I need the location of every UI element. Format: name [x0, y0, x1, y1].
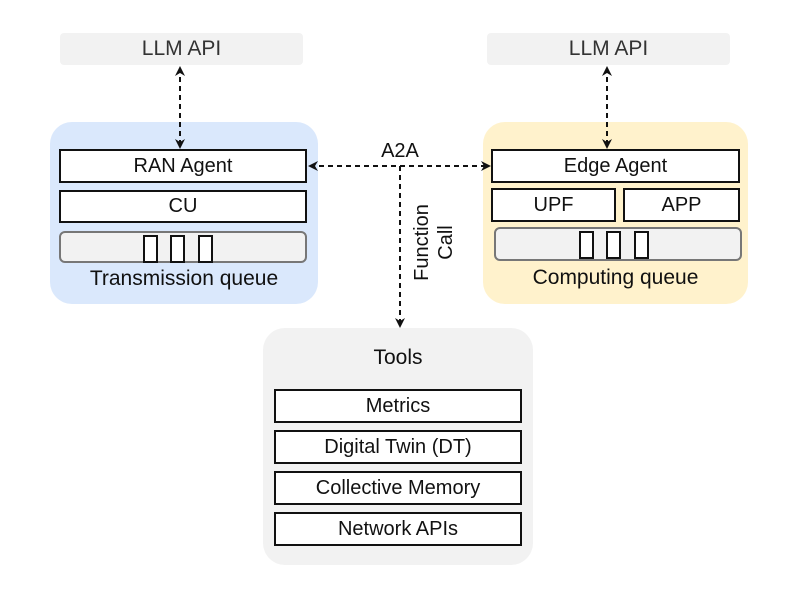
app-label: APP	[661, 193, 702, 216]
function-call-label-line2: Call	[435, 225, 457, 260]
edge-agent-box: Edge Agent	[491, 149, 740, 183]
queue-slot	[198, 235, 213, 263]
transmission-queue-label: Transmission queue	[89, 267, 279, 290]
app-box: APP	[623, 188, 740, 222]
function-call-label: Function Call	[410, 195, 460, 290]
function-call-label-line1: Function	[411, 204, 433, 281]
computing-queue	[494, 227, 742, 261]
ran-agent-label: RAN Agent	[133, 154, 233, 177]
cu-label: CU	[168, 195, 198, 217]
tool-metrics: Metrics	[274, 389, 522, 423]
cu-box: CU	[59, 190, 307, 223]
queue-slot	[170, 235, 185, 263]
left-llm-api-label: LLM API	[141, 37, 222, 60]
right-llm-api-label: LLM API	[568, 37, 649, 60]
queue-slot	[634, 231, 649, 259]
queue-slot	[143, 235, 158, 263]
right-llm-api: LLM API	[487, 33, 730, 65]
ran-agent-box: RAN Agent	[59, 149, 307, 183]
computing-queue-label: Computing queue	[532, 266, 699, 289]
tools-title: Tools	[373, 346, 423, 369]
edge-agent-label: Edge Agent	[563, 154, 668, 177]
tool-network-apis: Network APIs	[274, 512, 522, 546]
tool-network-apis-label: Network APIs	[337, 517, 459, 540]
tool-metrics-label: Metrics	[365, 394, 431, 417]
tool-collective-memory-label: Collective Memory	[315, 476, 481, 499]
transmission-queue	[59, 231, 307, 263]
tool-digital-twin: Digital Twin (DT)	[274, 430, 522, 464]
tool-collective-memory: Collective Memory	[274, 471, 522, 505]
a2a-label: A2A	[370, 140, 430, 163]
upf-box: UPF	[491, 188, 616, 222]
left-llm-api: LLM API	[60, 33, 303, 65]
tool-digital-twin-label: Digital Twin (DT)	[324, 435, 472, 458]
upf-label: UPF	[533, 193, 574, 216]
queue-slot	[606, 231, 621, 259]
queue-slot	[579, 231, 594, 259]
